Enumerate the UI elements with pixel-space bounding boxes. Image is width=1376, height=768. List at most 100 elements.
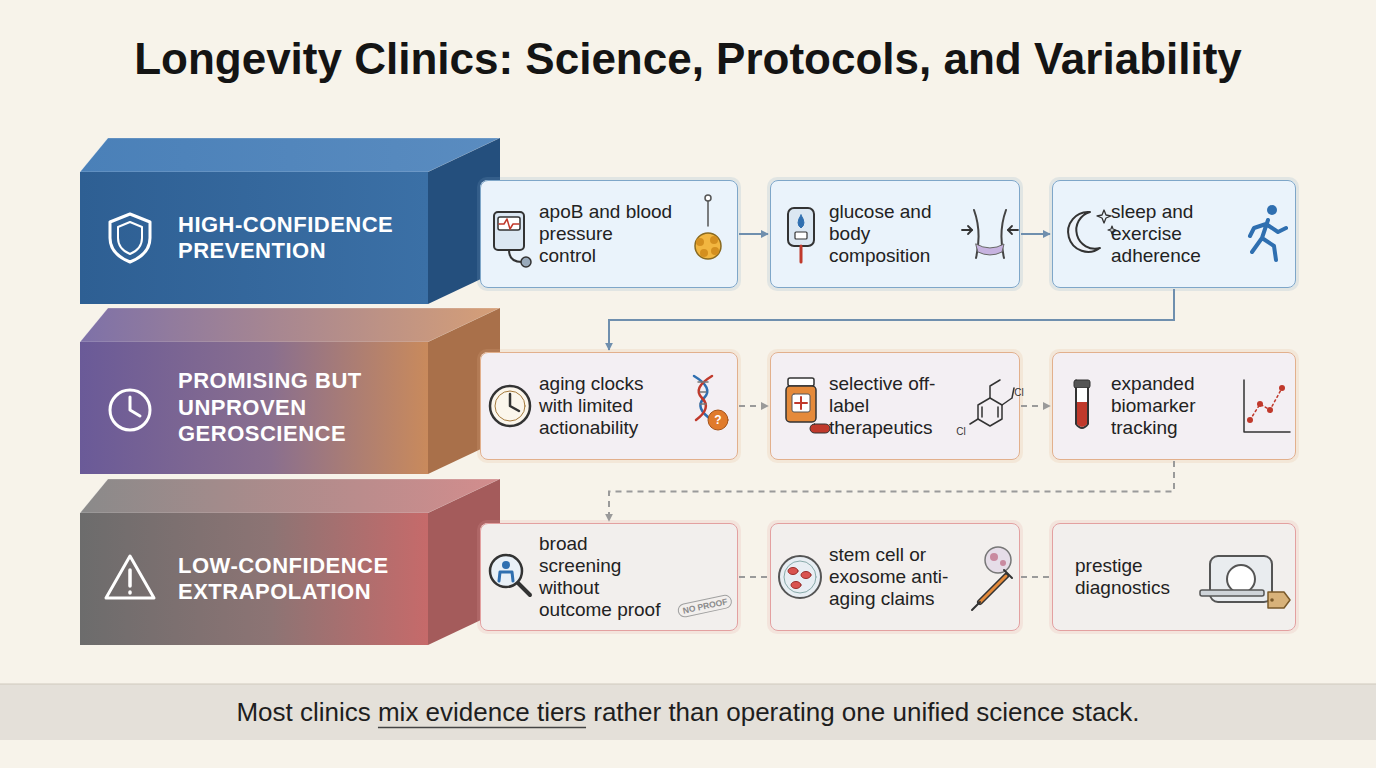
text-group: sleep and exercise adherence [1111,201,1233,267]
bp-monitor-icon [494,212,531,267]
text-group: PROMISING BUT UNPROVEN GEROSCIENCE [178,368,418,447]
warning-mark [128,570,132,593]
box-fill [480,523,738,631]
mri-scanner-icon [1200,556,1290,608]
flow-connector [609,289,1174,350]
caption-underline [378,727,586,729]
atom-label: Cl [956,426,965,437]
caption-band-edge [0,684,1376,685]
practice-box: aging clocks with limited actionability [480,352,738,460]
box-text: prestige diagnostics [1075,555,1195,599]
box-fill [1052,352,1296,460]
box-glow [1049,349,1299,463]
box-glow [767,520,1023,634]
glucose-meter-icon [788,208,814,262]
practice-box: sleep and exercise adherence [1052,180,1296,288]
atom-label: Cl [1014,387,1023,398]
flow-connector [739,405,768,407]
practice-box: glucose and body composition [770,180,1020,288]
box-glow [1049,177,1299,291]
flow-connector [739,576,768,578]
flow-connector [609,461,1174,521]
clock-hands [130,397,140,416]
box-text: broad screening without outcome proof [539,533,675,620]
box-fill [770,352,1020,460]
title-text: Longevity Clinics: Science, Protocols, a… [134,34,1242,83]
box-text: expanded biomarker tracking [1111,373,1233,439]
icon-set [106,195,1290,610]
practice-box: apoB and blood pressure control [480,180,738,288]
box-text: stem cell or exosome anti-aging claims [829,544,957,610]
practice-box: expanded biomarker tracking [1052,352,1296,460]
dna-icon [694,376,728,430]
text-group: broad screening without outcome proof [539,533,675,620]
box-fill [1052,180,1296,288]
box-glow [767,349,1023,463]
flow-connector [1021,233,1050,235]
caption-text: Most clinics mix evidence tiers rather t… [236,697,1139,728]
text-group: prestige diagnostics [1075,555,1195,599]
practice-box: selective off-label therapeutics [770,352,1020,460]
box-fill [480,352,738,460]
caption-band [0,684,1376,740]
tier-label: PROMISING BUT UNPROVEN GEROSCIENCE [178,368,418,447]
tier-front-face [80,342,428,474]
clock-icon [110,390,150,430]
warning-icon [106,556,154,598]
text-group: expanded biomarker tracking [1111,373,1233,439]
box-text: aging clocks with limited actionability [539,373,675,439]
trend-chart-icon [1244,380,1290,432]
molecule-icon [695,195,721,259]
question-badge: ? [714,413,721,427]
text-group: HIGH-CONFIDENCE PREVENTION [178,212,418,265]
box-text: selective off-label therapeutics [829,373,957,439]
shield-icon [110,214,150,262]
syringe-exosome-icon [972,547,1012,610]
text-group: apoB and blood pressure control [539,201,675,267]
text-group: aging clocks with limited actionability [539,373,675,439]
tier-top-face [80,308,500,342]
tier-top-face [80,138,500,172]
box-glow [477,177,741,291]
text-group: LOW-CONFIDENCE EXTRAPOLATION [178,553,418,606]
tier-block: LOW-CONFIDENCE EXTRAPOLATION [80,513,428,645]
tier-front-face [80,172,428,304]
tier-block: HIGH-CONFIDENCE PREVENTION [80,172,428,304]
box-fill [1052,523,1296,631]
waist-icon [962,210,1018,258]
tier-block: PROMISING BUT UNPROVEN GEROSCIENCE [80,342,428,474]
box-glow [477,520,741,634]
diagram-title: Longevity Clinics: Science, Protocols, a… [0,34,1376,84]
box-glow [477,349,741,463]
tier-top-face [80,479,500,513]
practice-box: stem cell or exosome anti-aging claims [770,523,1020,631]
box-glow [1049,520,1299,634]
tier-front-face [80,513,428,645]
box-text: apoB and blood pressure control [539,201,675,267]
clock-icon [490,386,530,426]
box-fill [480,180,738,288]
diagram-caption: Most clinics mix evidence tiers rather t… [0,684,1376,740]
box-text: glucose and body composition [829,201,957,267]
text-group: selective off-label therapeutics [829,373,957,439]
blood-tube-icon [1074,380,1090,428]
moon-icon [1068,210,1116,252]
tier-label: HIGH-CONFIDENCE PREVENTION [178,212,418,265]
practice-box: prestige diagnostics [1052,523,1296,631]
pill-bottle-icon [786,378,830,433]
runner-icon [1250,205,1286,260]
box-text: sleep and exercise adherence [1111,201,1233,267]
flow-connector [1021,576,1050,578]
flow-connector [739,233,768,235]
magnifier-icon [490,555,530,595]
text-group: glucose and body composition [829,201,957,267]
practice-box: broad screening without outcome proof [480,523,738,631]
box-glow [767,177,1023,291]
petri-dish-icon [779,556,821,598]
box-fill [770,523,1020,631]
text-group: stem cell or exosome anti-aging claims [829,544,957,610]
chemical-structure-icon [970,380,1014,426]
shield-inner [118,222,142,254]
